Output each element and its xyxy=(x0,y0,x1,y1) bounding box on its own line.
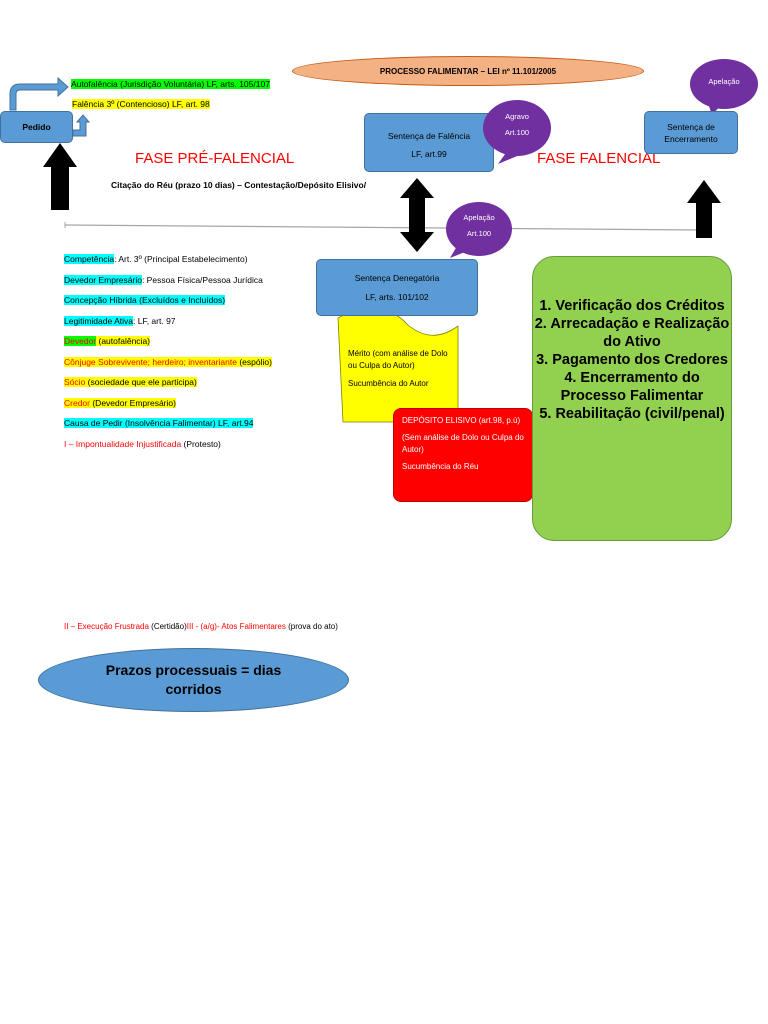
timeline-line xyxy=(64,224,701,231)
page-title: PROCESSO FALIMENTAR – LEI nº 11.101/2005 xyxy=(379,66,557,76)
title-oval: PROCESSO FALIMENTAR – LEI nº 11.101/2005 xyxy=(292,56,644,86)
bent-arrow-falencia xyxy=(72,114,91,137)
sentenca-falencia-title: Sentença de Falência xyxy=(387,131,471,141)
apelacao-top-bubble: Apelação xyxy=(690,59,758,109)
list-item: Legitimidade Ativa: LF, art. 97 xyxy=(64,315,176,326)
pedido-label: Pedido xyxy=(22,122,51,132)
apelacao-mid-bubble: Apelação Art.100 xyxy=(446,202,512,256)
list-item: Competência: Art. 3º (Principal Estabele… xyxy=(64,254,248,264)
list-item: Sócio (sociedade que ele participa) xyxy=(64,377,197,387)
sentenca-encerramento-box: Sentença de Encerramento xyxy=(644,111,738,154)
step-item: 1. Verificação dos Créditos xyxy=(539,298,725,314)
autofalencia-text: Autofalência (Jurisdição Voluntária) LF,… xyxy=(71,79,270,89)
prazos-text: Prazos processuais = dias corridos xyxy=(105,662,282,697)
double-arrow xyxy=(400,178,434,252)
bent-arrow-autofalencia xyxy=(9,76,69,111)
up-arrow-right xyxy=(687,180,721,238)
pedido-box: Pedido xyxy=(0,111,73,143)
step-item: 3. Pagamento dos Credores xyxy=(536,352,728,368)
sentenca-falencia-box: Sentença de Falência LF, art.99 xyxy=(364,113,494,172)
merito-text: Mérito (com análise de Dolo ou Culpa do … xyxy=(348,349,448,388)
list-item: Causa de Pedir (Insolvência Falimentar) … xyxy=(64,418,254,428)
sentenca-denegatoria-box: Sentença Denegatória LF, arts. 101/102 xyxy=(316,259,478,316)
step-item: 2. Arrecadação e Realização do Ativo xyxy=(534,316,730,350)
list-item: Cônjuge Sobrevivente; herdeiro; inventar… xyxy=(64,356,272,367)
falencia-3-text: Falência 3º (Contencioso) LF, art. 98 xyxy=(72,99,210,109)
steps-list: 1. Verificação dos Créditos 2. Arrecadaç… xyxy=(533,297,731,423)
citacao-text: Citação do Réu (prazo 10 dias) – Contest… xyxy=(111,180,367,190)
agravo-bubble: Agravo Art.100 xyxy=(483,100,551,156)
up-arrow-left xyxy=(43,143,77,210)
causas-ii-iii: II – Execução Frustrada (Certidão)III - … xyxy=(64,622,338,631)
deposito-elisivo-box: DEPÓSITO ELISIVO (art.98, p.ú) (Sem anál… xyxy=(393,408,533,502)
list-item: Credor (Devedor Empresário) xyxy=(64,397,176,408)
step-item: 4. Encerramento do Processo Falimentar xyxy=(560,370,704,404)
requisitos-list: Competência: Art. 3º (Principal Estabele… xyxy=(64,253,272,458)
list-item: Devedor (autofalência) xyxy=(64,336,151,346)
phase-falencial: FASE FALENCIAL xyxy=(537,150,661,167)
prazos-oval: Prazos processuais = dias corridos xyxy=(38,648,349,712)
step-item: 5. Reabilitação (civil/penal) xyxy=(539,406,725,422)
list-item: Concepção Híbrida (Excluídos e Incluídos… xyxy=(64,295,226,305)
list-item: I – Impontualidade Injustificada (Protes… xyxy=(64,438,221,449)
fase-falencial-steps-box: 1. Verificação dos Créditos 2. Arrecadaç… xyxy=(532,256,732,541)
list-item: Devedor Empresário: Pessoa Física/Pessoa… xyxy=(64,274,263,285)
phase-pre-falencial: FASE PRÉ-FALENCIAL xyxy=(135,150,295,167)
sentenca-falencia-ref: LF, art.99 xyxy=(411,149,447,159)
